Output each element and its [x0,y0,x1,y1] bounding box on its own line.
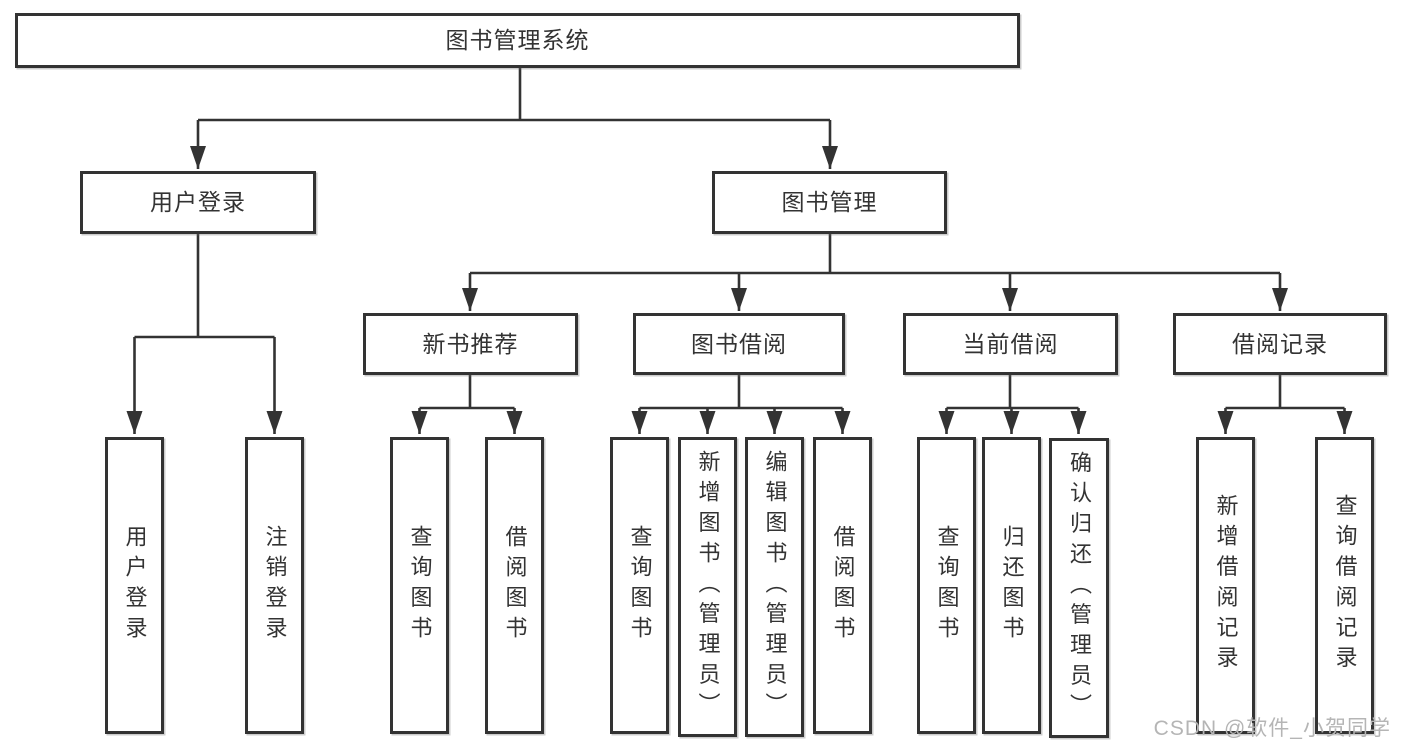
node-label: 借阅记录 [1232,330,1328,357]
node-new-book-recommend: 新书推荐 [363,313,578,375]
csdn-watermark: CSDN @软件_小贺同学 [1153,717,1391,740]
leaf-bb-borrow-book: 借阅图书 [813,437,872,734]
node-label: 确认归还（管理员） [1067,451,1092,725]
leaf-nbr-query-book: 查询图书 [390,437,449,734]
leaf-bb-add-book-admin: 新增图书（管理员） [678,437,737,737]
node-label: 查询图书 [407,524,433,647]
node-user-login-branch: 用户登录 [80,171,316,234]
leaf-nbr-borrow-book: 借阅图书 [485,437,544,734]
leaf-br-add-record: 新增借阅记录 [1196,437,1255,734]
node-label: 查询图书 [934,524,960,647]
node-label: 图书管理 [781,189,878,215]
node-label: 查询借阅记录 [1332,494,1358,677]
leaf-bb-query-book: 查询图书 [610,437,669,734]
node-label: 查询图书 [627,524,653,647]
node-borrow-records: 借阅记录 [1173,313,1387,375]
node-book-management-branch: 图书管理 [712,171,947,234]
node-label: 图书管理系统 [445,27,590,53]
node-label: 归还图书 [999,524,1025,647]
node-label: 当前借阅 [962,330,1059,357]
leaf-cb-confirm-return-admin: 确认归还（管理员） [1049,438,1109,738]
leaf-cb-return-book: 归还图书 [982,437,1041,734]
leaf-br-query-record: 查询借阅记录 [1315,437,1374,734]
node-label: 借阅图书 [502,524,528,647]
node-current-borrow: 当前借阅 [903,313,1118,375]
node-label: 新增图书（管理员） [695,450,721,724]
leaf-user-login: 用户登录 [105,437,164,734]
node-book-borrow: 图书借阅 [633,313,845,375]
leaf-bb-edit-book-admin: 编辑图书（管理员） [745,437,804,737]
node-label: 新书推荐 [422,330,519,357]
node-label: 编辑图书（管理员） [762,450,788,724]
leaf-cb-query-book: 查询图书 [917,437,976,734]
node-label: 注销登录 [262,524,288,647]
leaf-logout-login: 注销登录 [245,437,304,734]
node-label: 借阅图书 [830,524,856,647]
node-label: 新增借阅记录 [1213,494,1239,677]
node-label: 用户登录 [150,189,246,215]
node-library-management-system: 图书管理系统 [15,13,1020,68]
node-label: 用户登录 [122,524,148,647]
node-label: 图书借阅 [691,330,787,357]
